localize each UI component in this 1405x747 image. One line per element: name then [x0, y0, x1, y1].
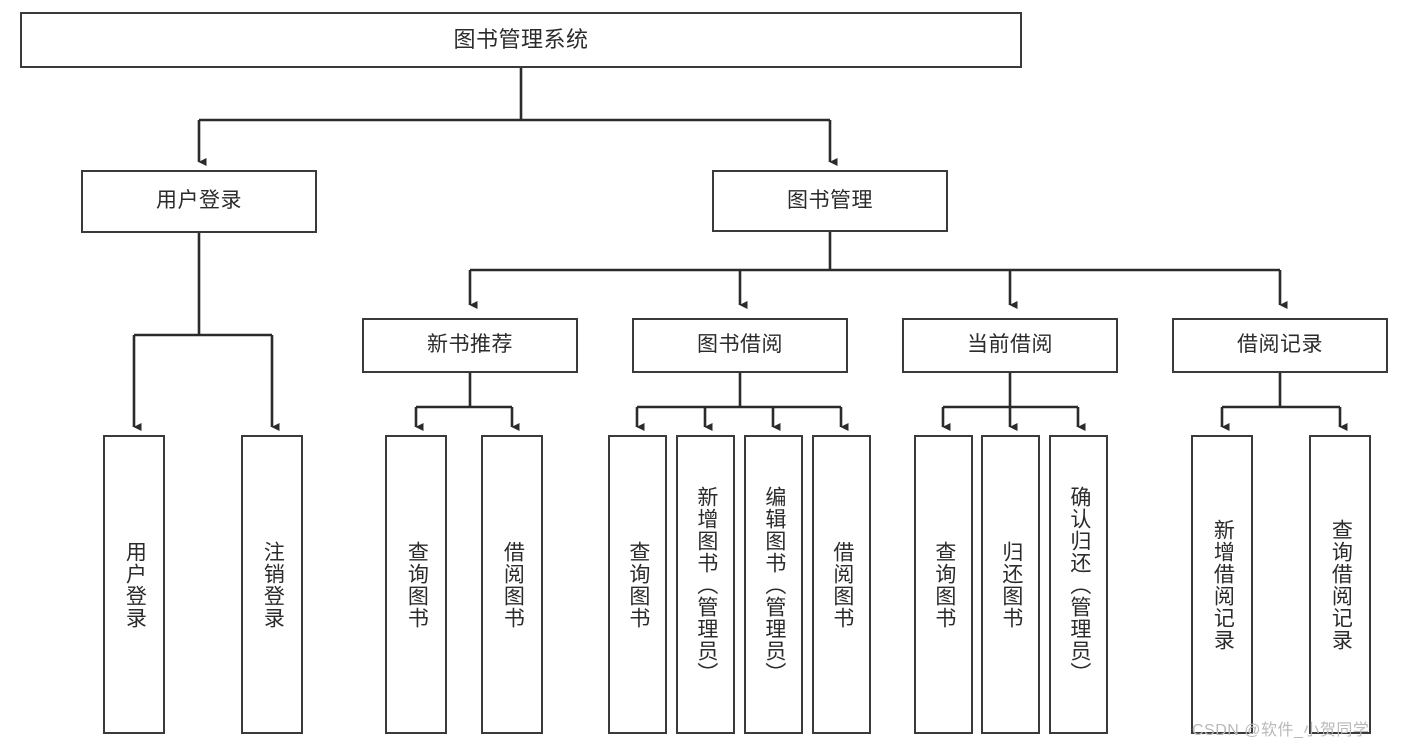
node-leaf-borrow-book-1-label: 借阅图书 — [501, 540, 525, 629]
node-leaf-query-record[interactable]: 查询借阅记录 — [1309, 435, 1371, 734]
node-leaf-query-book-1[interactable]: 查询图书 — [385, 435, 447, 734]
node-leaf-add-book-label: 新增图书（管理员） — [694, 485, 718, 684]
node-current-borrow[interactable]: 当前借阅 — [902, 318, 1118, 373]
node-root-label: 图书管理系统 — [453, 27, 589, 53]
node-leaf-query-record-label: 查询借阅记录 — [1329, 518, 1353, 651]
node-leaf-logout-login-label: 注销登录 — [261, 540, 285, 629]
node-book-borrow[interactable]: 图书借阅 — [632, 318, 848, 373]
node-leaf-borrow-book-2[interactable]: 借阅图书 — [812, 435, 871, 734]
node-book-manage-label: 图书管理 — [787, 188, 873, 212]
node-current-borrow-label: 当前借阅 — [967, 333, 1053, 357]
node-leaf-borrow-book-2-label: 借阅图书 — [830, 540, 854, 629]
node-leaf-edit-book-label: 编辑图书（管理员） — [762, 485, 786, 684]
node-leaf-query-book-3[interactable]: 查询图书 — [914, 435, 973, 734]
node-leaf-query-book-3-label: 查询图书 — [932, 540, 956, 629]
node-leaf-add-record[interactable]: 新增借阅记录 — [1191, 435, 1253, 734]
node-new-book-recommend-label: 新书推荐 — [427, 333, 513, 357]
node-leaf-query-book-2-label: 查询图书 — [626, 540, 650, 629]
node-user-login[interactable]: 用户登录 — [81, 170, 317, 233]
node-leaf-query-book-2[interactable]: 查询图书 — [608, 435, 667, 734]
node-book-manage[interactable]: 图书管理 — [712, 170, 948, 232]
node-leaf-query-book-1-label: 查询图书 — [405, 540, 429, 629]
node-leaf-return-book[interactable]: 归还图书 — [981, 435, 1040, 734]
csdn-watermark: CSDN @软件_小贺同学 — [1192, 722, 1370, 739]
node-leaf-user-login[interactable]: 用户登录 — [103, 435, 165, 734]
node-new-book-recommend[interactable]: 新书推荐 — [362, 318, 578, 373]
node-borrow-record-label: 借阅记录 — [1237, 333, 1323, 357]
node-leaf-return-book-label: 归还图书 — [999, 540, 1023, 629]
node-root[interactable]: 图书管理系统 — [20, 12, 1022, 68]
node-leaf-borrow-book-1[interactable]: 借阅图书 — [481, 435, 543, 734]
node-leaf-confirm-return-label: 确认归还（管理员） — [1067, 485, 1091, 684]
node-leaf-edit-book[interactable]: 编辑图书（管理员） — [744, 435, 803, 734]
node-borrow-record[interactable]: 借阅记录 — [1172, 318, 1388, 373]
node-book-borrow-label: 图书借阅 — [697, 333, 783, 357]
node-leaf-add-record-label: 新增借阅记录 — [1211, 518, 1235, 651]
node-leaf-add-book[interactable]: 新增图书（管理员） — [676, 435, 735, 734]
node-leaf-confirm-return[interactable]: 确认归还（管理员） — [1049, 435, 1108, 734]
node-leaf-logout-login[interactable]: 注销登录 — [241, 435, 303, 734]
node-leaf-user-login-label: 用户登录 — [123, 540, 147, 629]
node-user-login-label: 用户登录 — [156, 189, 242, 213]
